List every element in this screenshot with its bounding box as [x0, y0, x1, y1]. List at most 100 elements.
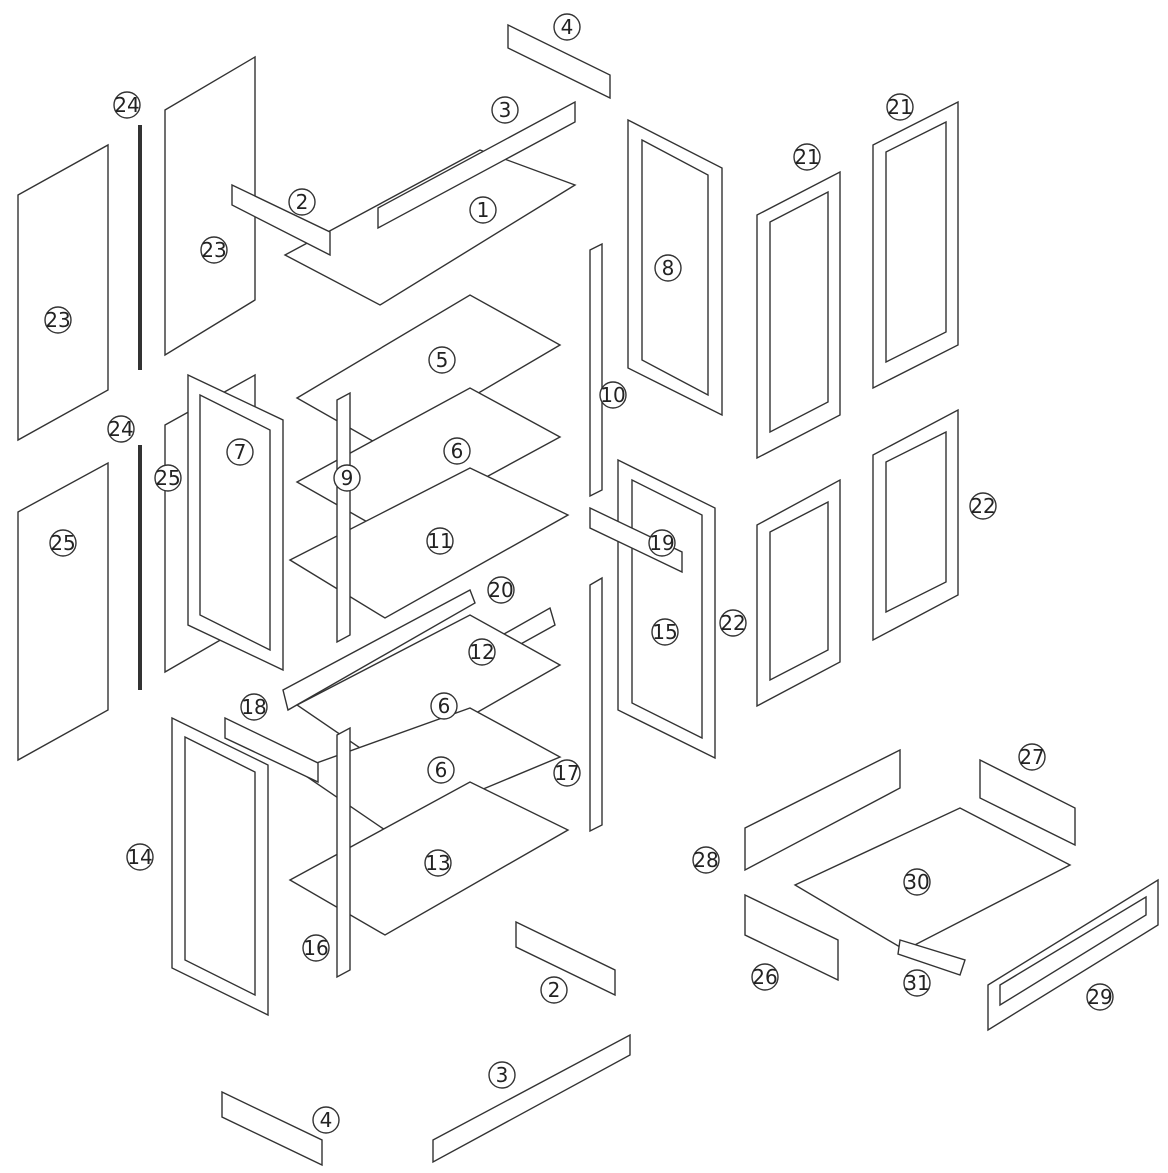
- drawer-back-26: [744, 893, 839, 982]
- part-label-20: 20: [487, 576, 515, 604]
- svg-text:25: 25: [155, 466, 180, 490]
- svg-text:22: 22: [720, 611, 745, 635]
- rail-4-bottom: [221, 1090, 323, 1167]
- svg-text:23: 23: [201, 238, 226, 262]
- part-label-9: 9: [333, 464, 361, 492]
- drawer-bottom-30: [793, 807, 1072, 951]
- top-board-1: [283, 149, 577, 306]
- part-label-11: 11: [426, 527, 454, 555]
- part-label-8: 8: [654, 254, 682, 282]
- svg-text:24: 24: [108, 417, 133, 441]
- post-17: [589, 576, 603, 833]
- svg-text:24: 24: [114, 93, 139, 117]
- part-label-21-b: 21: [886, 93, 914, 121]
- part-label-29: 29: [1086, 983, 1114, 1011]
- part-label-27: 27: [1018, 743, 1046, 771]
- part-label-6-c: 6: [427, 756, 455, 784]
- shelf-6-upper: [295, 387, 562, 533]
- svg-text:6: 6: [438, 694, 451, 718]
- svg-text:15: 15: [652, 620, 677, 644]
- svg-text:29: 29: [1087, 985, 1112, 1009]
- door-22-b-inner: [885, 430, 947, 614]
- svg-text:5: 5: [436, 348, 449, 372]
- svg-text:25: 25: [50, 531, 75, 555]
- part-label-5: 5: [428, 346, 456, 374]
- part-label-15: 15: [651, 618, 679, 646]
- door-22-a-inner: [769, 500, 829, 682]
- svg-text:7: 7: [234, 440, 247, 464]
- rail-20: [282, 589, 476, 712]
- drawer-front-29-inner: [999, 895, 1147, 1007]
- svg-text:4: 4: [561, 15, 574, 39]
- svg-text:11: 11: [427, 529, 452, 553]
- svg-text:6: 6: [435, 758, 448, 782]
- svg-text:22: 22: [970, 494, 995, 518]
- svg-text:6: 6: [451, 439, 464, 463]
- part-label-24-b: 24: [107, 415, 135, 443]
- part-label-26: 26: [751, 963, 779, 991]
- drawer-side-27: [979, 758, 1076, 847]
- part-label-24-a: 24: [113, 91, 141, 119]
- post-16: [336, 726, 351, 979]
- post-10: [589, 242, 603, 498]
- rail-3-bottom: [432, 1033, 631, 1164]
- part-label-3-top: 3: [491, 96, 519, 124]
- svg-text:27: 27: [1019, 745, 1044, 769]
- svg-text:8: 8: [662, 256, 675, 280]
- part-label-4-top: 4: [553, 13, 581, 41]
- rail-4-top: [507, 23, 611, 100]
- part-label-22-a: 22: [719, 609, 747, 637]
- svg-text:13: 13: [425, 851, 450, 875]
- svg-text:28: 28: [693, 848, 718, 872]
- svg-text:23: 23: [45, 308, 70, 332]
- rail-2-bottom: [515, 920, 616, 997]
- part-label-22-b: 22: [969, 492, 997, 520]
- part-label-31: 31: [903, 969, 931, 997]
- part-label-16: 16: [302, 934, 330, 962]
- svg-text:3: 3: [496, 1063, 509, 1087]
- panel-23-inner: [164, 55, 256, 357]
- svg-text:4: 4: [320, 1108, 333, 1132]
- door-7-inner: [199, 393, 271, 652]
- part-label-25-b: 25: [154, 464, 182, 492]
- door-21-b-inner: [885, 120, 947, 364]
- svg-text:14: 14: [127, 845, 152, 869]
- svg-text:31: 31: [904, 971, 929, 995]
- svg-text:1: 1: [477, 198, 490, 222]
- part-label-17: 17: [553, 759, 581, 787]
- svg-text:16: 16: [303, 936, 328, 960]
- part-label-25-a: 25: [49, 529, 77, 557]
- svg-text:21: 21: [794, 145, 819, 169]
- svg-text:18: 18: [241, 695, 266, 719]
- part-label-18: 18: [240, 693, 268, 721]
- rail-2-top: [231, 183, 331, 257]
- svg-text:3: 3: [499, 98, 512, 122]
- part-label-1: 1: [469, 196, 497, 224]
- part-label-3-bottom: 3: [488, 1061, 516, 1089]
- part-label-12: 12: [468, 638, 496, 666]
- svg-text:30: 30: [904, 870, 929, 894]
- svg-text:12: 12: [469, 640, 494, 664]
- rail-3-top: [377, 100, 576, 230]
- part-label-23-b: 23: [200, 236, 228, 264]
- part-label-7: 7: [226, 438, 254, 466]
- rail-18: [224, 716, 319, 784]
- part-label-21-a: 21: [793, 143, 821, 171]
- svg-text:19: 19: [649, 531, 674, 555]
- panel-25-left: [17, 461, 109, 762]
- svg-text:17: 17: [554, 761, 579, 785]
- panel-23-left: [17, 143, 109, 442]
- part-label-2-top: 2: [288, 188, 316, 216]
- part-label-6-b: 6: [430, 692, 458, 720]
- svg-text:2: 2: [548, 978, 561, 1002]
- drawer-rail-31: [897, 939, 966, 976]
- svg-text:20: 20: [488, 578, 513, 602]
- svg-text:2: 2: [296, 190, 309, 214]
- frame-15-inner: [631, 478, 703, 740]
- part-label-30: 30: [903, 868, 931, 896]
- part-label-28: 28: [692, 846, 720, 874]
- part-label-4-bottom: 4: [312, 1106, 340, 1134]
- part-label-23-a: 23: [44, 306, 72, 334]
